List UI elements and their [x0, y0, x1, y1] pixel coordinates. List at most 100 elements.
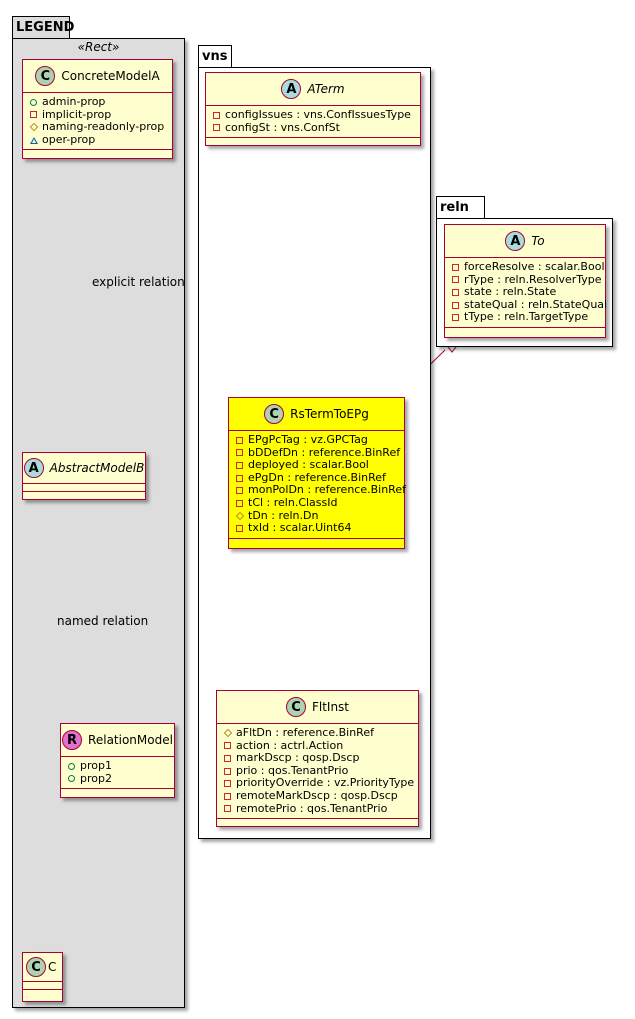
class-methods	[445, 328, 605, 335]
attribute-text: txId : scalar.Uint64	[248, 521, 352, 535]
triangle-visibility-icon	[30, 136, 42, 144]
square-visibility-icon	[452, 301, 464, 309]
class-header: C FltInst	[217, 691, 418, 724]
attribute-row: admin-prop	[30, 95, 166, 109]
square-visibility-icon	[452, 314, 464, 322]
attribute-text: ePgDn : reference.BinRef	[248, 470, 386, 484]
stereotype-c-icon: C	[285, 697, 306, 717]
diamond-visibility-icon	[223, 729, 236, 738]
attribute-text: naming-readonly-prop	[42, 120, 165, 134]
attribute-text: configSt : vns.ConfSt	[225, 120, 340, 134]
stereotype-c-icon: C	[26, 957, 46, 977]
attribute-row: tType : reln.TargetType	[452, 311, 599, 324]
diamond-visibility-icon	[235, 511, 248, 521]
attribute-row: configSt : vns.ConfSt	[213, 120, 414, 135]
attribute-text: bDDefDn : reference.BinRef	[248, 445, 401, 459]
stereotype-a-icon: A	[505, 231, 526, 251]
square-visibility-icon	[236, 487, 248, 495]
square-visibility-icon	[236, 436, 248, 444]
class-methods	[23, 492, 145, 499]
attribute-row: rType : reln.ResolverType	[452, 273, 602, 287]
circle-visibility-icon	[68, 762, 80, 770]
class-methods	[206, 138, 420, 145]
attribute-text: deployed : scalar.Bool	[248, 458, 369, 472]
square-visibility-icon	[236, 524, 248, 532]
square-visibility-icon	[452, 263, 464, 271]
attribute-text: tCl : reln.ClassId	[248, 495, 338, 509]
attribute-text: remoteMarkDscp : qosp.Dscp	[236, 788, 398, 802]
attribute-row: markDscp : qosp.Dscp	[224, 752, 412, 765]
attribute-row: state : reln.State	[452, 286, 599, 299]
attribute-row: deployed : scalar.Bool	[236, 459, 398, 472]
attribute-text: forceResolve : scalar.Bool	[464, 260, 605, 273]
attribute-row: forceResolve : scalar.Bool	[452, 260, 605, 274]
attribute-text: prio : qos.TenantPrio	[236, 763, 349, 777]
attribute-row: EPgPcTag : vz.GPCTag	[236, 433, 398, 447]
attribute-row: remotePrio : qos.TenantPrio	[224, 802, 412, 816]
vns-package-name: vns	[202, 49, 228, 64]
attribute-text: admin-prop	[42, 95, 106, 108]
class-name: FltInst	[311, 700, 350, 714]
square-visibility-icon	[236, 499, 248, 507]
attribute-row: prop2	[68, 771, 168, 786]
attribute-text: prop2	[80, 771, 112, 785]
attribute-text: oper-prop	[42, 132, 96, 146]
attribute-row: stateQual : reln.StateQual	[452, 298, 607, 312]
attribute-row: configIssues : vns.ConfIssuesType	[213, 108, 414, 122]
attribute-text: implicit-prop	[42, 107, 112, 121]
legend-stereotype: «Rect»	[77, 40, 120, 54]
square-visibility-icon	[224, 767, 236, 775]
legend-package	[12, 38, 185, 1008]
class-header: A To	[445, 225, 605, 258]
stereotype-r-icon: R	[62, 730, 83, 750]
square-visibility-icon	[236, 474, 248, 482]
square-visibility-icon	[224, 805, 236, 813]
attribute-row: tDn : reln.Dn	[235, 509, 398, 523]
attribute-row: prio : qos.TenantPrio	[224, 763, 412, 778]
attribute-text: prop1	[80, 759, 112, 772]
square-visibility-icon	[224, 780, 236, 788]
attribute-row: tCl : reln.ClassId	[236, 495, 398, 510]
explicit-relation-label: explicit relation	[92, 275, 185, 289]
stereotype-a-icon: A	[281, 79, 302, 99]
attribute-text: markDscp : qosp.Dscp	[236, 751, 360, 765]
square-visibility-icon	[236, 461, 248, 469]
square-visibility-icon	[236, 449, 248, 457]
named-relation-label: named relation	[57, 614, 149, 628]
square-visibility-icon	[452, 288, 464, 296]
class-name: To	[531, 234, 545, 248]
square-visibility-icon	[213, 111, 225, 119]
class-methods	[229, 539, 404, 546]
class-name: C	[48, 960, 57, 974]
attribute-text: configIssues : vns.ConfIssuesType	[225, 108, 411, 121]
attribute-row: implicit-prop	[30, 107, 166, 122]
attribute-row: oper-prop	[30, 132, 166, 147]
circle-visibility-icon	[30, 98, 42, 106]
attribute-text: state : reln.State	[464, 285, 557, 299]
class-name: AbstractModelB	[49, 461, 145, 475]
legend-package-tab: LEGEND	[12, 16, 74, 39]
class-name: RsTermToEPg	[290, 407, 369, 421]
legend-package-name: LEGEND	[16, 20, 75, 35]
square-visibility-icon	[224, 792, 236, 800]
square-visibility-icon	[224, 754, 236, 762]
attribute-text: EPgPcTag : vz.GPCTag	[248, 433, 368, 446]
attribute-text: action : actrl.Action	[236, 738, 344, 752]
square-visibility-icon	[213, 124, 225, 132]
